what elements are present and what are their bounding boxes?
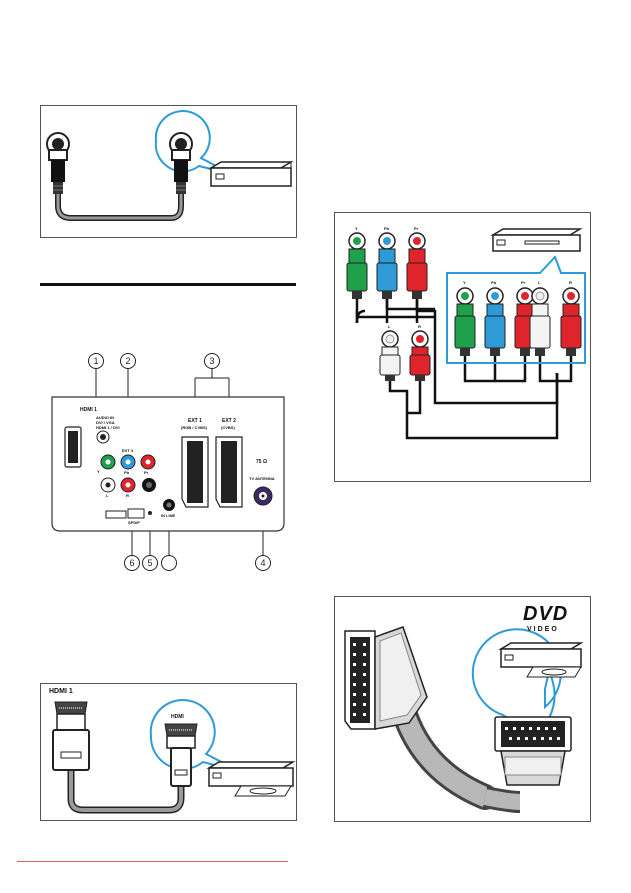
jack-pb-label: Pb — [124, 470, 130, 475]
upper-plug-y — [346, 232, 368, 299]
device-label-y: Y — [463, 280, 466, 285]
upper-plug-pb — [376, 232, 398, 299]
device-plug-l — [529, 287, 551, 356]
upper-plug-pr — [406, 232, 428, 299]
coax-cable-illustration — [46, 110, 294, 221]
ext2-sub-label: (CVBS) — [221, 425, 235, 430]
bottom-red-rule — [17, 861, 288, 862]
device-plug-pb — [484, 287, 506, 356]
hdmi-cable-illustration — [52, 699, 296, 814]
dvd-logo-sub: VIDEO — [527, 626, 559, 633]
upper-label-pb: Pb — [384, 226, 390, 231]
callout-2: 2 — [120, 353, 136, 369]
dvd-player-icon-scart — [498, 642, 584, 678]
hdmi1-port-label: HDMI 1 — [80, 407, 97, 413]
ext1-sub-label: (RGB / CVBS) — [181, 425, 207, 430]
rear-panel-illustration — [51, 369, 285, 555]
callout-4: 4 — [255, 555, 271, 571]
device-plug-r — [560, 287, 582, 356]
ohm-label: 75 Ω — [256, 459, 267, 465]
jack-r-label: R — [126, 493, 129, 498]
coax-cable-panel — [40, 105, 297, 238]
component-cable-illustration — [346, 228, 586, 440]
scart-cable-panel: DVD VIDEO — [334, 596, 591, 822]
right-hdmi-plug — [164, 723, 198, 787]
callout-6: 6 — [124, 555, 140, 571]
dvd-player-icon — [206, 761, 296, 797]
scart-ext1 — [181, 436, 209, 508]
hdmi-plug-label: HDMI — [171, 714, 184, 720]
audio-plug-l — [379, 330, 401, 381]
callout-blank — [161, 555, 177, 571]
upper-label-pr: Pr — [414, 226, 419, 231]
component-cable-panel: Y Pb Pr L R Y Pb Pr L R — [334, 212, 591, 482]
scart-ext2 — [215, 436, 243, 508]
device-plug-y — [454, 287, 476, 356]
left-hdmi-plug — [52, 701, 90, 771]
spdif-label: SPDIF — [128, 520, 140, 525]
jack-pr-label: Pr — [144, 470, 149, 475]
hdmi-dvi-label: HDMI 1 / DVI — [96, 425, 120, 430]
section-divider — [40, 283, 296, 286]
connector-diagram: 1 2 3 6 5 4 — [40, 345, 296, 571]
device-label-pb: Pb — [491, 280, 497, 285]
set-top-box-icon — [208, 161, 294, 187]
device-label-r: R — [569, 280, 572, 285]
device-label-pr: Pr — [521, 280, 526, 285]
hdmi-cable-panel: HDMI 1 HDMI — [40, 683, 297, 821]
right-scart-plug — [494, 716, 572, 786]
audio-plug-r — [409, 330, 431, 381]
callout-5: 5 — [142, 555, 158, 571]
tv-antenna-label: TV ANTENNA — [249, 476, 275, 481]
jack-y-label: Y — [97, 469, 100, 474]
device-label-l: L — [538, 280, 541, 285]
left-coax-plug — [46, 132, 70, 194]
audio-in-label: AUDIO IN — [96, 415, 114, 420]
callout-3: 3 — [204, 353, 220, 369]
audio-label-r: R — [418, 324, 421, 329]
ext1-label: EXT 1 — [188, 418, 202, 424]
jack-l-label: L — [106, 493, 109, 498]
audio-label-l: L — [388, 324, 391, 329]
ext3-label: EXT 3 — [122, 448, 134, 453]
scart-cable-illustration — [344, 626, 584, 813]
callout-1: 1 — [88, 353, 104, 369]
dvi-vga-label: DVI / VGA — [96, 420, 115, 425]
hdmi1-cable-label: HDMI 1 — [49, 688, 73, 695]
in-line-label: IN LINE — [161, 513, 176, 518]
video-device-icon — [490, 228, 583, 252]
left-scart-plug — [344, 626, 428, 730]
dvd-logo-main: DVD — [523, 603, 569, 625]
right-coax-plug — [169, 132, 193, 194]
ext2-label: EXT 2 — [222, 418, 236, 424]
upper-label-y: Y — [355, 226, 358, 231]
